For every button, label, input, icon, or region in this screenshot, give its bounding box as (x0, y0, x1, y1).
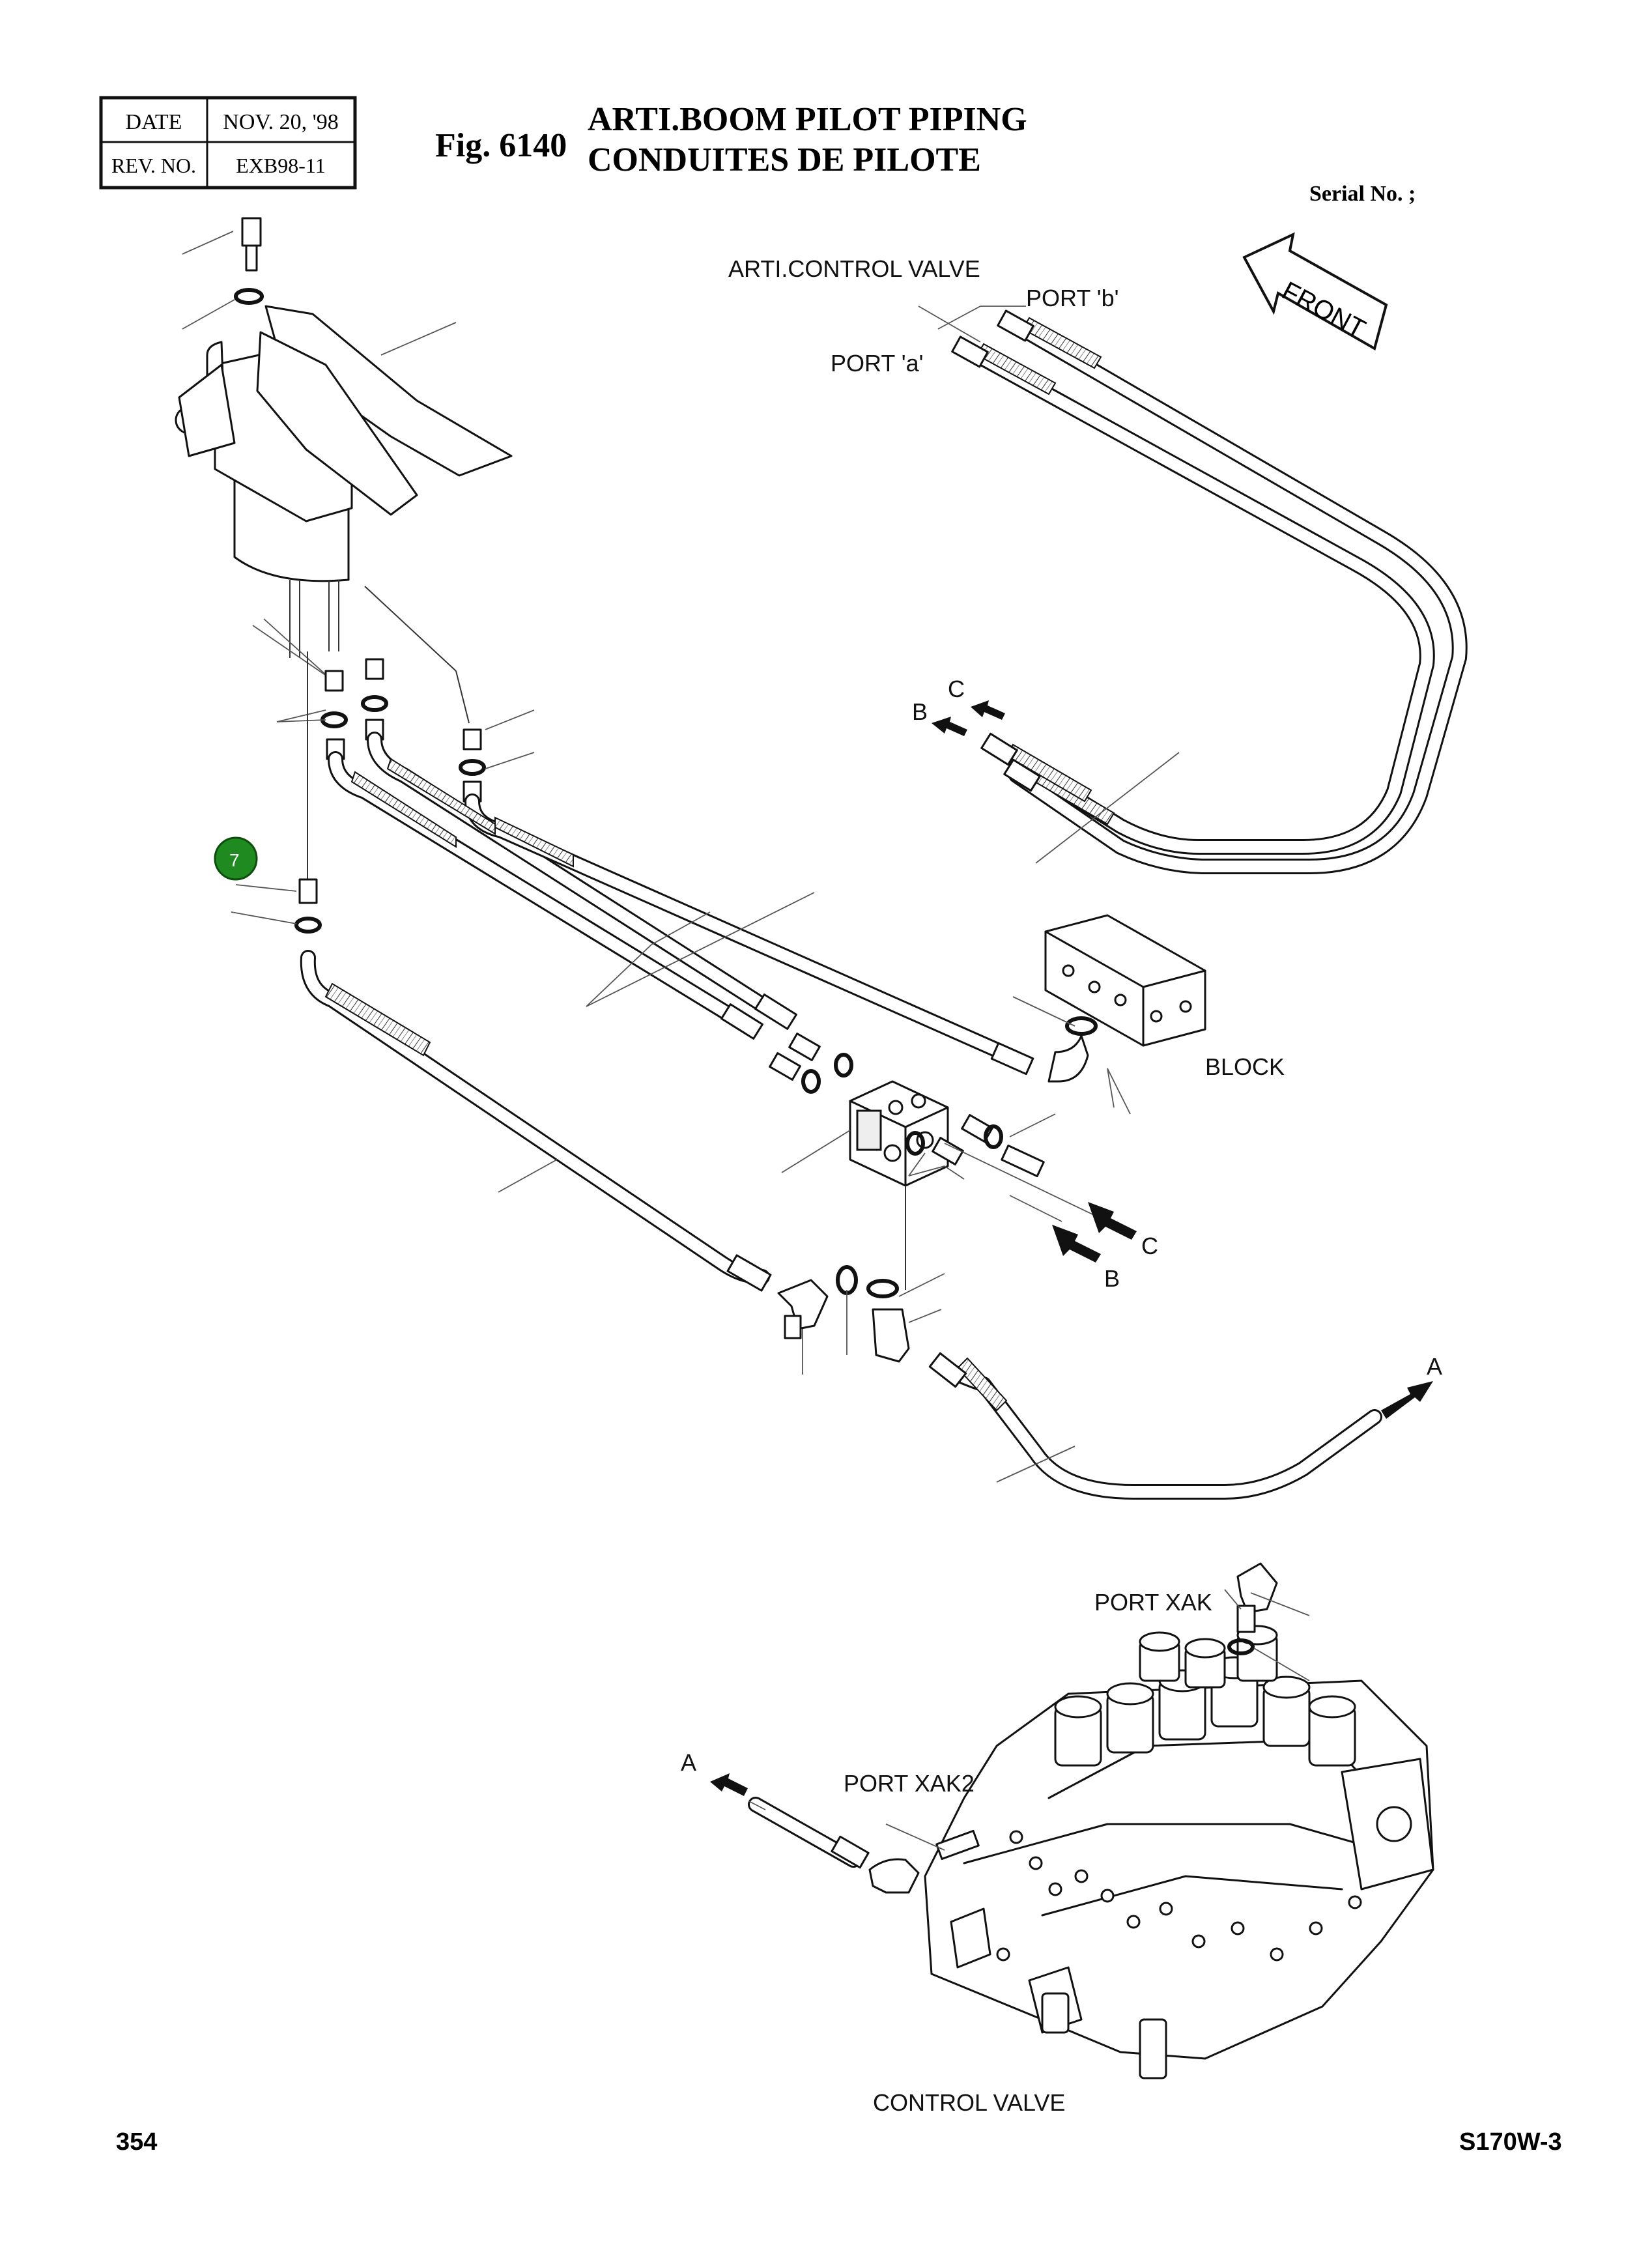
callout-7[interactable]: 7 (214, 836, 258, 881)
arrow-label-c-middle: C (1141, 1233, 1158, 1259)
pilot-hoses (328, 732, 1034, 1076)
arrow-label-b-upper: B (912, 698, 928, 725)
valve-spools (1054, 1625, 1356, 1767)
pilot-valve (175, 217, 513, 724)
arrow-label-b-middle: B (1104, 1265, 1120, 1292)
figure-number: Fig. 6140 (435, 127, 567, 164)
arti-control-valve-label: ARTI.CONTROL VALVE (728, 255, 980, 282)
lower-fittings (777, 1265, 945, 1375)
model-code: S170W-3 (1459, 2128, 1562, 2156)
date-label: DATE (126, 110, 182, 134)
serial-number: Serial No. ; (1309, 182, 1416, 206)
arrow-label-a-right: A (1427, 1353, 1442, 1380)
title-english: ARTI.BOOM PILOT PIPING (588, 101, 1027, 138)
junction-block (769, 1033, 1056, 1290)
callout-circle[interactable] (214, 836, 258, 881)
rev-label: REV. NO. (111, 154, 196, 177)
arrow-label-a-left: A (681, 1749, 696, 1776)
port-a-label: PORT 'a' (831, 350, 923, 377)
direction-arrows-middle: B C (944, 1143, 1158, 1292)
callout-number: 7 (229, 850, 240, 870)
date-value: NOV. 20, '98 (223, 110, 338, 134)
revision-table: DATE NOV. 20, '98 REV. NO. EXB98-11 (99, 96, 357, 190)
arti-loop-hoses (918, 306, 1468, 874)
main-control-valve: A (681, 1562, 1434, 2079)
page-number: 354 (116, 2128, 157, 2156)
port-xak-label: PORT XAK (1094, 1589, 1212, 1616)
hose-to-a: A (928, 1352, 1442, 1500)
port-b-label: PORT 'b' (1026, 285, 1118, 311)
title-french: CONDUITES DE PILOTE (588, 141, 981, 178)
front-arrow: FRONT (1242, 232, 1388, 351)
arrow-label-c-upper: C (948, 676, 965, 702)
rev-value: EXB98-11 (236, 154, 325, 177)
lower-left-hose (231, 878, 772, 1292)
block-label: BLOCK (1205, 1053, 1285, 1080)
direction-arrows-upper: B C (912, 676, 1005, 736)
distribution-block: BLOCK (1012, 914, 1285, 1115)
port-xak2-label: PORT XAK2 (844, 1770, 975, 1797)
control-valve-label: CONTROL VALVE (873, 2089, 1065, 2116)
